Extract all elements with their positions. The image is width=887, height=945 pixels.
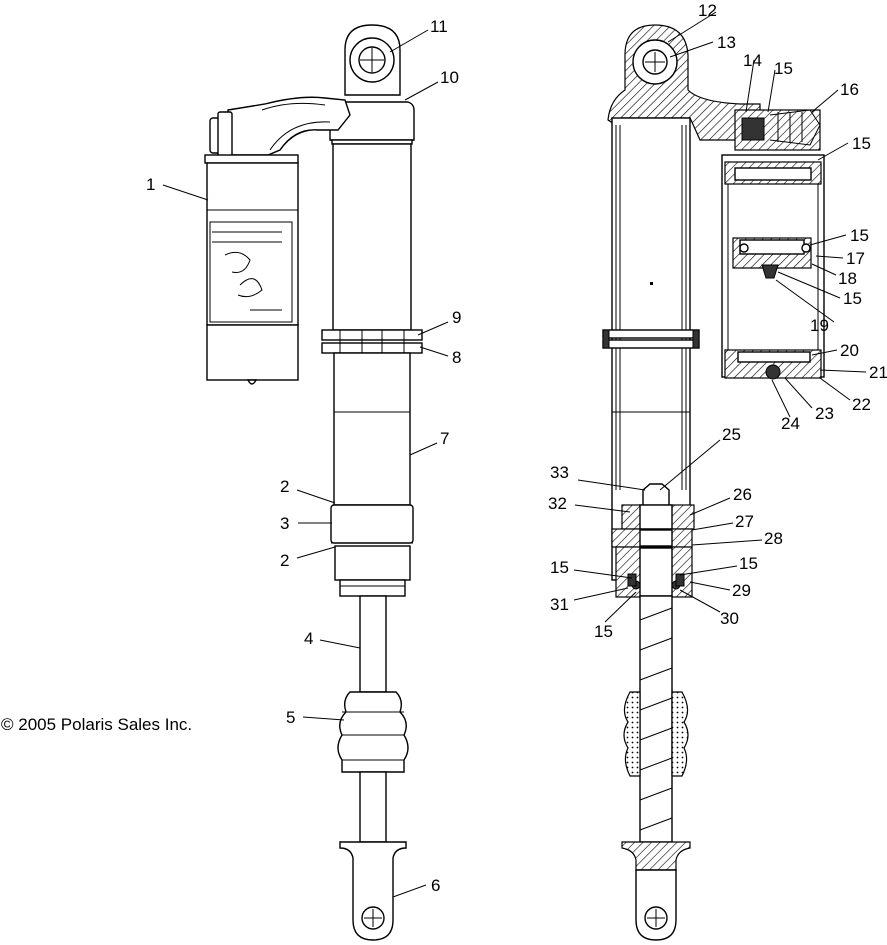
callout: 26 bbox=[733, 485, 752, 504]
callout: 11 bbox=[430, 17, 448, 36]
callout: 2 bbox=[280, 477, 289, 496]
callout: 24 bbox=[781, 414, 800, 433]
callout: 10 bbox=[440, 68, 459, 87]
callout: 15 bbox=[850, 226, 869, 245]
bottom-eyelet bbox=[339, 841, 407, 941]
callout: 1 bbox=[146, 175, 155, 194]
callout: 15 bbox=[852, 134, 871, 153]
callout: 15 bbox=[843, 289, 862, 308]
callout: 15 bbox=[594, 622, 613, 641]
callout: 9 bbox=[452, 308, 461, 327]
callout: 25 bbox=[722, 425, 741, 444]
callout: 20 bbox=[840, 341, 859, 360]
leader-lines bbox=[162, 11, 867, 898]
callout: 14 bbox=[743, 51, 762, 70]
reservoir bbox=[204, 154, 299, 385]
piston-assembly bbox=[611, 483, 695, 598]
callout: 3 bbox=[280, 514, 289, 533]
reservoir-section bbox=[721, 154, 825, 380]
callout: 15 bbox=[774, 59, 793, 78]
top-eyelet bbox=[344, 24, 401, 96]
callout: 23 bbox=[815, 404, 834, 423]
callout: 30 bbox=[720, 609, 739, 628]
callout: 13 bbox=[717, 33, 736, 52]
shaft bbox=[359, 595, 387, 693]
callout: 5 bbox=[286, 708, 295, 727]
callout: 17 bbox=[846, 249, 865, 268]
shock-body bbox=[332, 143, 412, 331]
seal-head bbox=[334, 545, 411, 581]
callout: 7 bbox=[440, 429, 449, 448]
cutaway-view bbox=[602, 24, 825, 941]
callout: 6 bbox=[431, 876, 440, 895]
callout: 27 bbox=[735, 512, 754, 531]
callout: 21 bbox=[869, 363, 887, 382]
callout-labels: 11 10 1 9 8 7 2 3 2 4 5 6 12 13 14 15 16… bbox=[146, 1, 887, 895]
callout: 8 bbox=[452, 348, 461, 367]
callout: 12 bbox=[698, 1, 717, 20]
bearing-cap bbox=[330, 504, 414, 544]
callout: 19 bbox=[810, 316, 829, 335]
callout: 33 bbox=[550, 463, 569, 482]
bottom-eyelet-section bbox=[621, 841, 691, 941]
spring-collars bbox=[321, 329, 423, 354]
lower-body bbox=[333, 352, 411, 506]
callout: 32 bbox=[548, 494, 567, 513]
copyright-notice: © 2005 Polaris Sales Inc. bbox=[1, 715, 193, 734]
callout: 16 bbox=[840, 80, 859, 99]
bottom-out bbox=[339, 579, 406, 597]
callout: 28 bbox=[764, 529, 783, 548]
callout: 31 bbox=[550, 595, 569, 614]
callout: 2 bbox=[280, 551, 289, 570]
reservoir-hose bbox=[209, 96, 351, 161]
callout: 15 bbox=[739, 554, 758, 573]
exterior-view bbox=[204, 24, 423, 941]
compression-valve bbox=[734, 109, 821, 151]
shaft-section bbox=[623, 595, 689, 843]
callout: 18 bbox=[838, 269, 857, 288]
callout: 22 bbox=[852, 395, 871, 414]
callout: 29 bbox=[732, 581, 751, 600]
callout: 15 bbox=[550, 558, 569, 577]
callout: 4 bbox=[304, 629, 313, 648]
